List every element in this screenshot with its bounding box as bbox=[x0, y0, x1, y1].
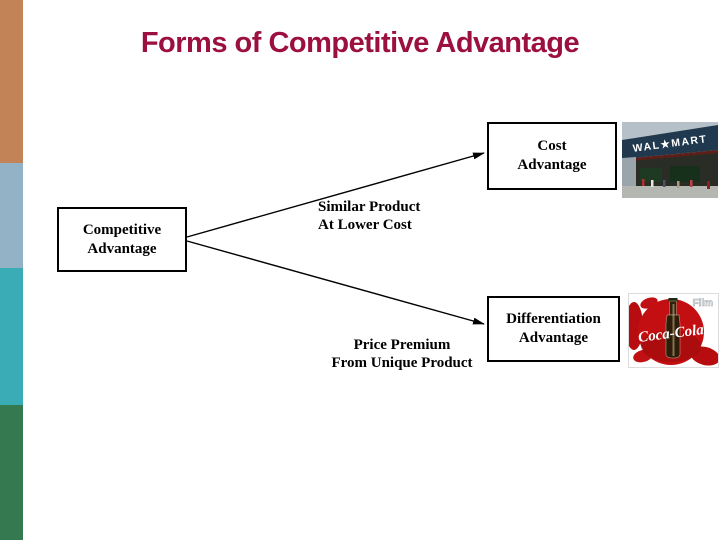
edge-label-price-premium-line2: From Unique Product bbox=[331, 355, 473, 371]
walmart-person bbox=[642, 179, 645, 186]
sidebar-segment-green bbox=[0, 405, 23, 540]
sidebar-segment-tan bbox=[0, 0, 23, 163]
walmart-sign-band bbox=[622, 125, 718, 159]
coca-cola-photo: Coca-Cola Film bbox=[628, 293, 719, 368]
walmart-person bbox=[651, 180, 654, 187]
sidebar-segment-blue bbox=[0, 163, 23, 268]
arrow-to-differentiation-advantage bbox=[186, 240, 485, 325]
walmart-person bbox=[663, 180, 666, 187]
coke-bottle-highlight bbox=[672, 304, 675, 356]
cost-advantage-box: Cost Advantage bbox=[487, 122, 617, 190]
walmart-person bbox=[690, 180, 693, 187]
differentiation-advantage-label-line1: Differentiation bbox=[506, 311, 601, 327]
walmart-storefront-photo: WAL★MART bbox=[622, 122, 718, 198]
differentiation-advantage-label-line2: Advantage bbox=[518, 330, 589, 346]
cost-advantage-label-line1: Cost bbox=[537, 138, 567, 154]
walmart-person bbox=[677, 181, 680, 188]
coke-corner-text: Film bbox=[692, 298, 713, 309]
differentiation-advantage-box: Differentiation Advantage bbox=[487, 296, 620, 362]
walmart-store-shelves-2 bbox=[670, 166, 700, 182]
competitive-advantage-label-line1: Competitive bbox=[82, 221, 162, 238]
walmart-pavement bbox=[622, 186, 718, 198]
walmart-person bbox=[707, 181, 710, 189]
edge-label-price-premium-line1: Price Premium bbox=[353, 337, 451, 353]
edge-label-similar-product-line2: At Lower Cost bbox=[318, 217, 412, 233]
competitive-advantage-box: Competitive Advantage bbox=[57, 207, 187, 272]
walmart-left-wall bbox=[622, 157, 636, 188]
slide-title: Forms of Competitive Advantage bbox=[140, 27, 580, 59]
walmart-store-shelves bbox=[640, 168, 662, 182]
cost-advantage-label-line2: Advantage bbox=[517, 157, 587, 173]
sidebar-color-bar bbox=[0, 0, 23, 540]
edge-label-similar-product-line1: Similar Product bbox=[318, 199, 421, 215]
edge-label-price-premium: Price Premium From Unique Product bbox=[312, 336, 492, 372]
competitive-advantage-label-line2: Advantage bbox=[87, 240, 157, 257]
sidebar-segment-teal bbox=[0, 268, 23, 405]
edge-label-similar-product: Similar Product At Lower Cost bbox=[318, 198, 420, 234]
coke-bottle-cap bbox=[668, 298, 678, 302]
